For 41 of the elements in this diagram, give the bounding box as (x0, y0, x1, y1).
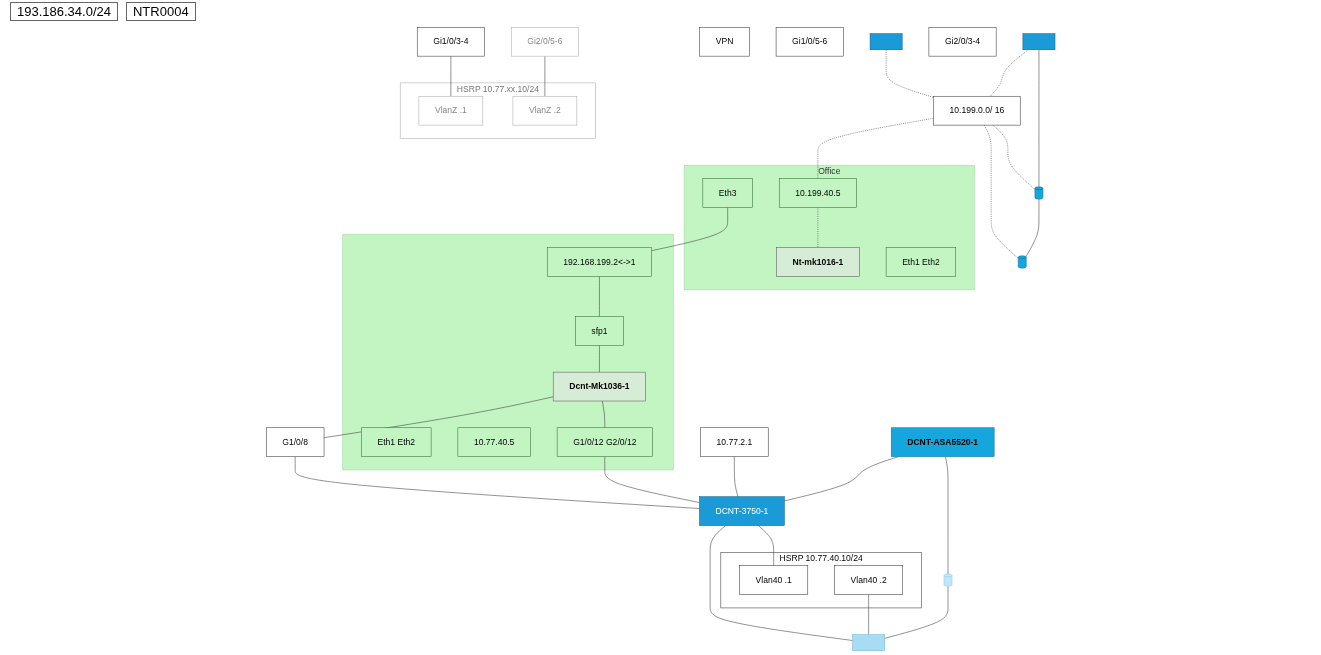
node-box: Nt-mk1016-1 (776, 247, 860, 277)
connector (885, 49, 934, 98)
node-box: Gi2/0/5-6 (510, 27, 579, 57)
node-box (852, 634, 885, 651)
node-box: Eth1 Eth2 (361, 427, 432, 457)
node-box: 192.168.199.2<->1 (546, 247, 652, 277)
node-cylinder (943, 573, 953, 587)
text-label: 193.186.34.0/24 (10, 2, 118, 21)
connector (983, 124, 1019, 259)
node-box: 10.77.40.5 (457, 427, 531, 457)
node-box: G1/0/12 G2/0/12 (556, 427, 653, 457)
node-box: Vlan40 .1 (739, 565, 808, 595)
node-box: DCNT-ASA5520-1 (890, 427, 995, 457)
node-box: Dcnt-Mk1036-1 (552, 371, 646, 402)
node-cylinder (1017, 255, 1027, 269)
text-label: NTR0004 (126, 2, 196, 21)
connector (758, 525, 774, 566)
node-box: Gi1/0/5-6 (775, 27, 844, 57)
node-box: sfp1 (574, 316, 624, 346)
connector (450, 55, 451, 97)
node-box: VPN (699, 27, 750, 57)
node-box: Gi1/0/3-4 (416, 27, 485, 57)
node-box: Eth1 Eth2 (885, 247, 956, 277)
node-box: DCNT-3750-1 (699, 496, 785, 526)
connector (817, 118, 934, 179)
node-box: Eth3 (702, 178, 753, 208)
connector (868, 594, 869, 635)
connector (294, 456, 700, 509)
node-box: G1/0/8 (265, 427, 325, 457)
node-box: VlanZ .2 (512, 96, 577, 126)
node-cylinder (1034, 186, 1044, 200)
node-box: 10.199.40.5 (778, 178, 857, 208)
connector (733, 456, 739, 497)
node-box (1022, 33, 1056, 50)
node-box: VlanZ .1 (418, 96, 483, 126)
node-box: 10.199.0.0/ 16 (933, 96, 1021, 126)
node-box: 10.77.2.1 (700, 427, 769, 457)
node-box: Vlan40 .2 (834, 565, 903, 595)
cluster (342, 233, 674, 471)
node-box: Gi2/0/3-4 (928, 27, 997, 57)
node-box (869, 33, 903, 50)
